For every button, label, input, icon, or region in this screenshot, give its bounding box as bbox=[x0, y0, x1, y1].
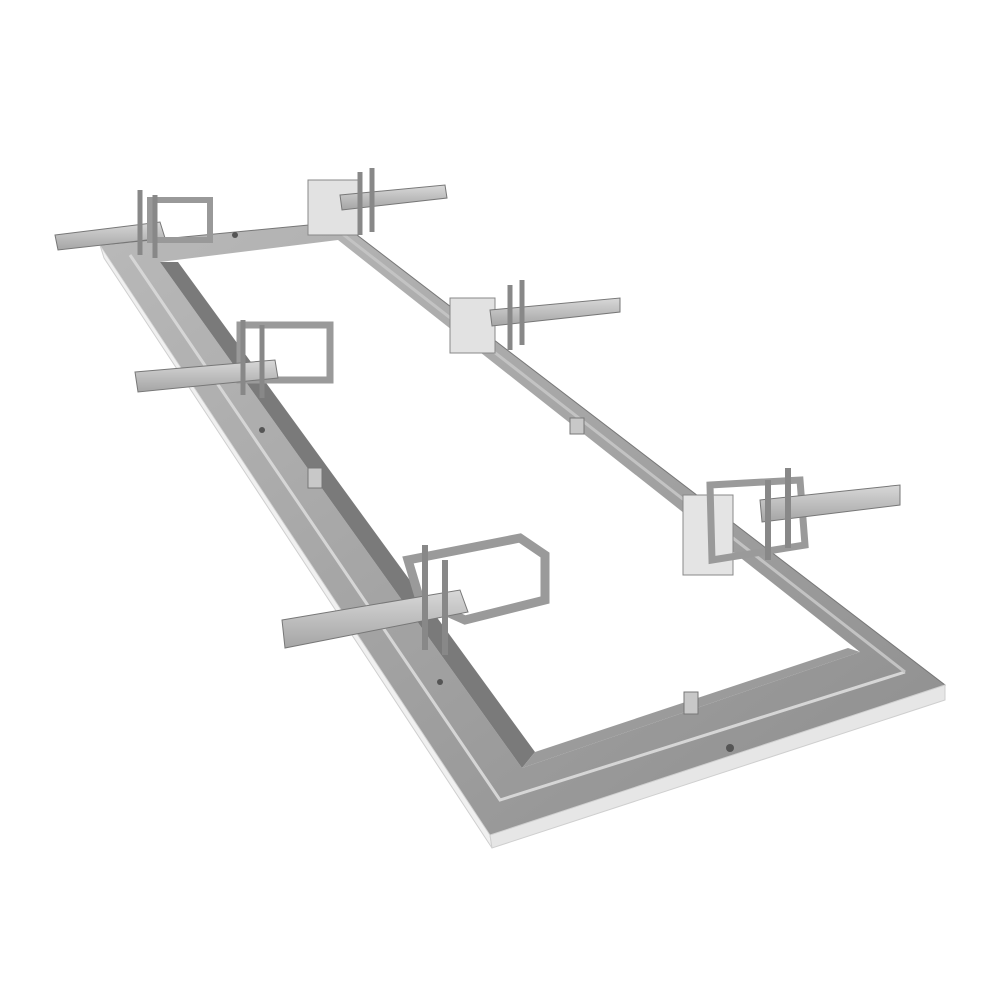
hole bbox=[232, 232, 238, 238]
clamp-5 bbox=[281, 533, 550, 655]
hole bbox=[259, 427, 265, 433]
clamp-4 bbox=[134, 320, 334, 398]
inner-wall-left bbox=[160, 262, 535, 768]
tab bbox=[683, 691, 699, 715]
frame-opening bbox=[160, 240, 860, 768]
clamp-1 bbox=[54, 190, 213, 258]
frame bbox=[99, 221, 947, 849]
tab bbox=[569, 417, 585, 435]
rail-lip-right bbox=[339, 230, 906, 674]
hole bbox=[437, 679, 443, 685]
edge-bottom bbox=[489, 684, 946, 849]
rail-lip bbox=[128, 254, 906, 802]
clamp-6 bbox=[682, 468, 901, 576]
clamp-2 bbox=[307, 168, 448, 236]
tab bbox=[307, 467, 323, 489]
hole bbox=[726, 744, 734, 752]
clamp-3 bbox=[449, 280, 621, 354]
